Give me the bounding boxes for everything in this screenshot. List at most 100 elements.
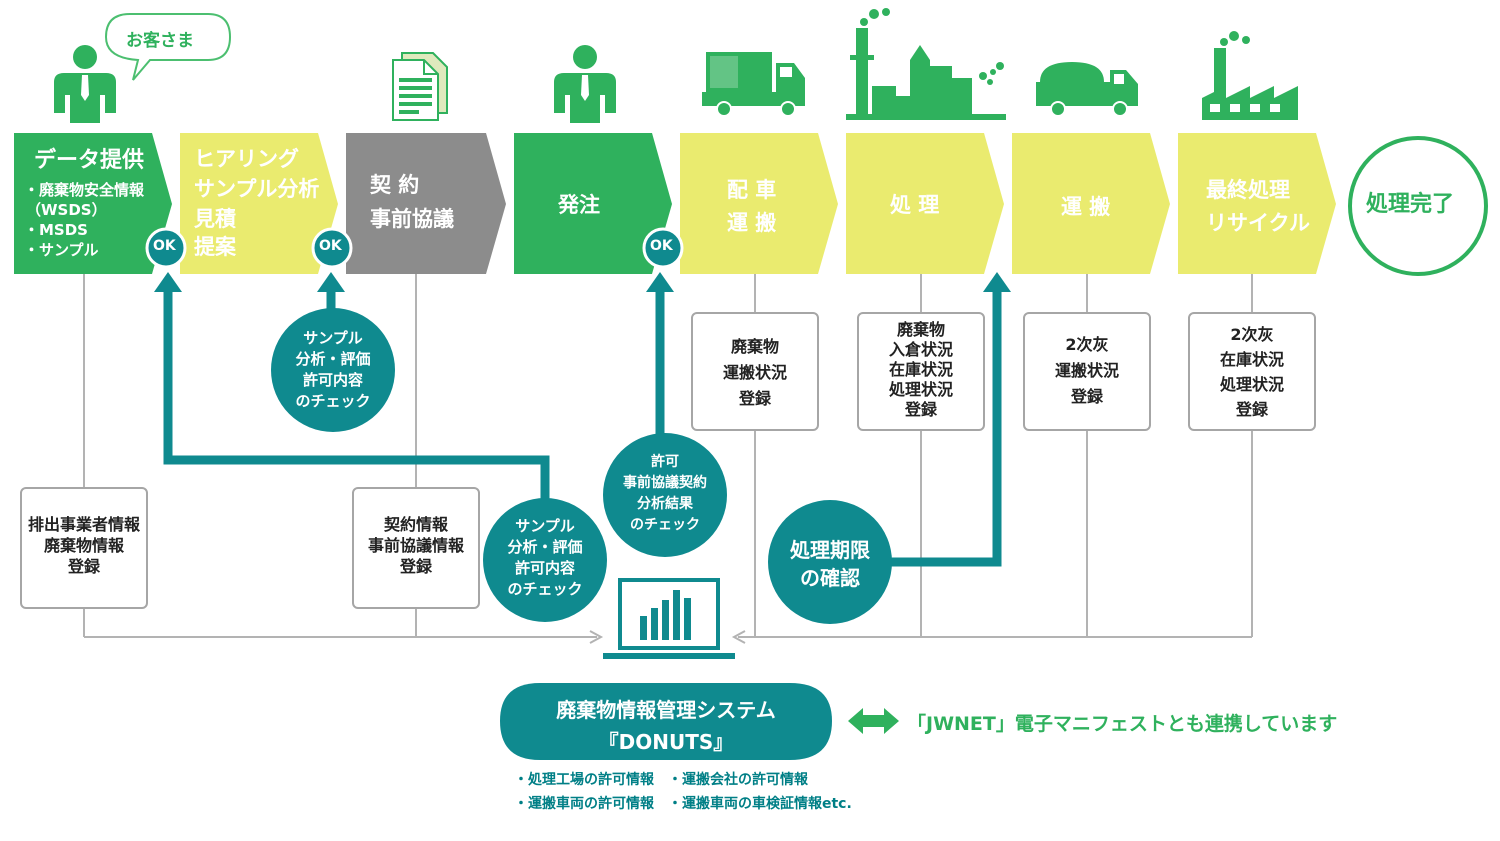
info-box-2-line-2: 事前協議情報 bbox=[367, 536, 464, 555]
info-box-6-line-3: 処理状況 bbox=[1219, 375, 1284, 394]
documents-icon bbox=[392, 52, 448, 121]
step-9-title: 処理完了 bbox=[1366, 192, 1455, 217]
check-circle-3-line-3: 分析結果 bbox=[637, 496, 693, 512]
step-2-shape bbox=[180, 133, 338, 274]
jwnet-link-text: 「JWNET」電子マニフェストとも連携しています bbox=[907, 713, 1338, 735]
info-box-2-line-3: 登録 bbox=[399, 557, 432, 576]
check-circle-3-line-2: 事前協議契約 bbox=[623, 475, 707, 491]
info-box-4-line-3: 在庫状況 bbox=[888, 360, 953, 379]
check-circle-4-line-1: 処理期限 bbox=[790, 538, 870, 562]
check-circle-3-line-4: のチェック bbox=[630, 517, 700, 533]
step-2-line-1: ヒアリング bbox=[194, 147, 299, 171]
info-box-5-line-1: 2次灰 bbox=[1065, 335, 1109, 354]
arrow-head-3 bbox=[646, 272, 674, 292]
info-box-1-text: 排出事業者情報 廃棄物情報 登録 bbox=[21, 514, 147, 577]
step-4-shape bbox=[514, 133, 672, 274]
check-circle-1-line-1: サンプル bbox=[303, 329, 363, 347]
customer-person-icon bbox=[54, 45, 116, 123]
double-arrow-icon bbox=[848, 708, 899, 734]
ok-badge-1 bbox=[145, 227, 187, 269]
step-7-shape bbox=[1012, 133, 1170, 274]
info-box-3-line-2: 運搬状況 bbox=[722, 363, 787, 382]
info-box-4-line-2: 入倉状況 bbox=[888, 340, 953, 359]
customer-bubble-label: お客さま bbox=[126, 31, 194, 51]
truck-icon bbox=[702, 52, 805, 117]
check-circle-1-line-4: のチェック bbox=[295, 392, 371, 410]
step-2-line-4: 提案 bbox=[194, 235, 236, 259]
step-8-shape bbox=[1178, 133, 1336, 274]
info-box-6-line-2: 在庫状況 bbox=[1219, 350, 1284, 369]
check-circles bbox=[271, 308, 892, 624]
check-circle-1-line-3: 許可内容 bbox=[302, 371, 363, 389]
order-person-icon bbox=[554, 45, 616, 123]
step-2-line-3: 見積 bbox=[194, 207, 236, 231]
step-5-line-2: 運 搬 bbox=[727, 211, 777, 235]
connector-lines bbox=[83, 274, 1253, 644]
system-pill bbox=[500, 683, 832, 760]
check-circle-2-line-3: 許可内容 bbox=[514, 559, 575, 577]
step-4-title: 発注 bbox=[558, 193, 600, 217]
check-circle-2-line-2: 分析・評価 bbox=[507, 538, 583, 556]
ok-badge-2-label: OK bbox=[319, 238, 342, 254]
system-product-name: 『DONUTS』 bbox=[598, 730, 734, 754]
step-1-bullet-2: （WSDS） bbox=[26, 201, 107, 219]
info-box-2-line-1: 契約情報 bbox=[383, 515, 448, 534]
system-name: 廃棄物情報管理システム bbox=[556, 698, 776, 722]
info-box-4-line-5: 登録 bbox=[904, 400, 937, 419]
factory-icon bbox=[1202, 31, 1298, 120]
info-box-shapes bbox=[20, 312, 1316, 609]
ok-badges bbox=[145, 227, 684, 269]
info-box-6-line-4: 登録 bbox=[1235, 400, 1268, 419]
step-1-bullet-1: ・廃棄物安全情報 bbox=[24, 181, 145, 199]
arrow-head-1 bbox=[154, 272, 182, 292]
info-box-1-line-1: 排出事業者情報 bbox=[27, 515, 140, 534]
step-3-line-2: 事前協議 bbox=[370, 207, 454, 231]
info-box-1-line-3: 登録 bbox=[67, 557, 100, 576]
info-box-1-line-2: 廃棄物情報 bbox=[43, 536, 124, 555]
check-circle-3-line-1: 許可 bbox=[651, 454, 679, 470]
info-box-5-text: 2次灰 運搬状況 登録 bbox=[1024, 332, 1150, 410]
info-box-2-text: 契約情報 事前協議情報 登録 bbox=[353, 514, 479, 577]
check-circle-1-line-2: 分析・評価 bbox=[295, 350, 371, 368]
info-box-6-text: 2次灰 在庫状況 処理状況 登録 bbox=[1189, 322, 1315, 422]
step-5-shape bbox=[680, 133, 838, 274]
step-1-shape bbox=[14, 133, 172, 274]
step-shapes bbox=[14, 133, 1488, 276]
step-5-line-1: 配 車 bbox=[727, 178, 777, 202]
arrow-head-4 bbox=[983, 272, 1011, 292]
step-6-title: 処 理 bbox=[890, 193, 940, 217]
speech-bubble bbox=[104, 13, 232, 81]
step-3-shape bbox=[346, 133, 506, 274]
info-box-5-line-2: 運搬状況 bbox=[1054, 361, 1119, 380]
info-box-3-line-3: 登録 bbox=[738, 389, 771, 408]
system-note-1: ・処理工場の許可情報 ・運搬会社の許可情報 bbox=[514, 772, 808, 788]
step-6-shape bbox=[846, 133, 1004, 274]
ok-badge-1-label: OK bbox=[153, 238, 176, 254]
check-circle-2-line-4: のチェック bbox=[507, 580, 583, 598]
system-note-2: ・運搬車両の許可情報 ・運搬車両の車検証情報etc. bbox=[514, 796, 852, 812]
check-circle-4-line-2: の確認 bbox=[800, 566, 860, 590]
step-8-line-2: リサイクル bbox=[1206, 211, 1310, 235]
step-3-line-1: 契 約 bbox=[370, 173, 420, 197]
laptop-icon bbox=[603, 578, 735, 659]
check-circle-2-text: サンプル 分析・評価 許可内容 のチェック bbox=[485, 516, 605, 600]
step-1-bullet-3: ・MSDS bbox=[24, 221, 88, 239]
info-box-4-line-1: 廃棄物 bbox=[896, 320, 945, 339]
info-box-6-line-1: 2次灰 bbox=[1230, 325, 1274, 344]
ok-badge-2 bbox=[311, 227, 353, 269]
step-7-title: 運 搬 bbox=[1061, 195, 1111, 219]
info-box-4-line-4: 処理状況 bbox=[888, 380, 953, 399]
step-8-line-1: 最終処理 bbox=[1206, 178, 1290, 202]
ok-badge-3 bbox=[642, 227, 684, 269]
step-1-bullet-4: ・サンプル bbox=[24, 241, 99, 259]
check-circle-1-text: サンプル 分析・評価 許可内容 のチェック bbox=[273, 328, 393, 412]
plant-icon bbox=[846, 8, 1006, 120]
check-circle-3-text: 許可 事前協議契約 分析結果 のチェック bbox=[599, 452, 731, 536]
info-box-4-text: 廃棄物 入倉状況 在庫状況 処理状況 登録 bbox=[858, 320, 984, 420]
step-1-title: データ提供 bbox=[34, 148, 145, 173]
info-box-5-line-3: 登録 bbox=[1070, 387, 1103, 406]
check-circle-2-line-1: サンプル bbox=[515, 517, 575, 535]
check-circle-4-text: 処理期限 の確認 bbox=[770, 536, 890, 592]
info-box-3-text: 廃棄物 運搬状況 登録 bbox=[692, 334, 818, 412]
